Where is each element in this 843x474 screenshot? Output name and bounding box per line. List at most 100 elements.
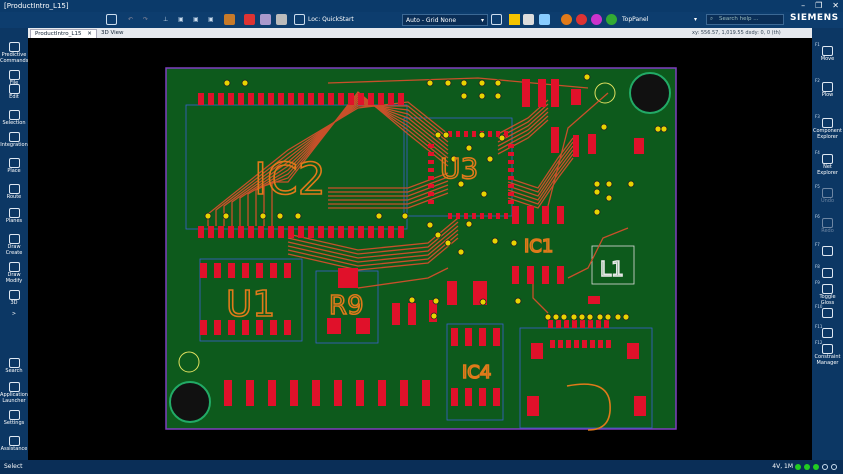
smd-pad bbox=[218, 93, 224, 105]
layer-dropdown[interactable]: TopPanel bbox=[622, 14, 648, 26]
smd-pad bbox=[527, 396, 539, 416]
smd-pad bbox=[627, 343, 639, 359]
search-input[interactable]: ⌕ Search help ... bbox=[706, 14, 784, 25]
lock-icon[interactable]: ▣ bbox=[178, 16, 184, 23]
trace bbox=[287, 233, 459, 267]
layer-red-icon[interactable] bbox=[576, 14, 587, 26]
layer-orange-icon[interactable] bbox=[561, 14, 572, 26]
layer-green-icon[interactable] bbox=[606, 14, 617, 26]
smd-pad bbox=[480, 213, 484, 219]
smd-pad bbox=[278, 93, 284, 105]
smd-pad bbox=[598, 340, 603, 348]
warning-icon[interactable] bbox=[509, 14, 520, 26]
lock-alt-icon[interactable]: ▣ bbox=[193, 16, 199, 23]
route-tool-icon[interactable] bbox=[260, 14, 271, 26]
grid-settings-icon[interactable] bbox=[491, 14, 502, 26]
via bbox=[457, 248, 465, 256]
smd-pad bbox=[464, 131, 468, 137]
tab-3d-view[interactable]: 3D View bbox=[97, 29, 128, 38]
layer-magenta-icon[interactable] bbox=[591, 14, 602, 26]
left-nav-item[interactable]: 3D bbox=[0, 290, 28, 307]
left-nav-item[interactable]: Assistance bbox=[0, 436, 28, 453]
smd-pad bbox=[214, 320, 221, 335]
close-icon[interactable]: ✕ bbox=[832, 1, 839, 10]
right-nav-item[interactable]: F10 bbox=[812, 304, 843, 319]
trace bbox=[507, 149, 574, 201]
function-key-label: F11 bbox=[815, 324, 823, 329]
check-icon[interactable] bbox=[276, 14, 287, 26]
smd-pad bbox=[429, 300, 437, 322]
status-dot bbox=[822, 464, 828, 470]
smd-pad bbox=[318, 93, 324, 105]
smd-pad bbox=[508, 168, 514, 172]
measure-icon[interactable] bbox=[539, 14, 550, 26]
loc-value: QuickStart bbox=[322, 16, 354, 23]
left-nav-item[interactable]: Selection bbox=[0, 110, 28, 127]
left-nav-label: Settings bbox=[3, 420, 25, 426]
trace bbox=[328, 188, 449, 205]
smd-pad bbox=[312, 380, 320, 406]
via bbox=[605, 180, 613, 188]
smd-pad bbox=[580, 320, 585, 328]
grid-value: Auto - Grid None bbox=[406, 17, 457, 24]
save-icon[interactable] bbox=[106, 14, 117, 26]
left-nav-item[interactable]: Settings bbox=[0, 410, 28, 427]
left-nav-item[interactable]: > bbox=[0, 311, 28, 318]
minimize-icon[interactable]: – bbox=[801, 1, 806, 10]
via bbox=[560, 313, 568, 321]
grid-dropdown[interactable]: Auto - Grid None ▾ bbox=[402, 14, 488, 26]
close-icon[interactable]: ✕ bbox=[87, 31, 92, 37]
left-nav-item[interactable]: Planes bbox=[0, 208, 28, 225]
pcb-view[interactable]: IC2 U3 U1 R9 IC4 IC1 L1 bbox=[28, 38, 812, 460]
title-bar: [ProductIntro_L15] – ❐ ✕ bbox=[0, 0, 843, 12]
unlock-icon[interactable]: ▣ bbox=[208, 16, 214, 23]
left-nav-item[interactable]: File bbox=[0, 70, 28, 87]
smd-pad bbox=[448, 131, 452, 137]
restore-icon[interactable]: ❐ bbox=[815, 1, 823, 10]
smd-pad bbox=[258, 93, 264, 105]
via bbox=[430, 312, 438, 320]
view-icon[interactable] bbox=[294, 14, 305, 26]
status-indicators bbox=[795, 464, 837, 470]
undo-icon[interactable]: ↶ bbox=[128, 16, 134, 23]
smd-pad bbox=[408, 303, 416, 325]
left-nav-item[interactable]: Route bbox=[0, 184, 28, 201]
layer-dropdown-chevron-icon[interactable]: ▾ bbox=[694, 16, 698, 23]
right-nav-item[interactable]: F7 bbox=[812, 242, 843, 257]
redo-icon[interactable]: ↷ bbox=[143, 16, 149, 23]
drc-icon[interactable] bbox=[523, 14, 534, 26]
component-icon[interactable] bbox=[224, 14, 235, 26]
left-nav-item[interactable]: Predictive Commands bbox=[0, 42, 28, 64]
tab-productintro[interactable]: ProductIntro_L15 ✕ bbox=[30, 29, 97, 38]
left-nav-item[interactable]: Search bbox=[0, 358, 28, 375]
pin-icon[interactable]: ⊥ bbox=[163, 16, 169, 23]
left-nav-item[interactable]: Draw Create bbox=[0, 234, 28, 256]
net-icon[interactable] bbox=[244, 14, 255, 26]
left-nav-item[interactable]: Application Launcher bbox=[0, 382, 28, 404]
trace bbox=[271, 91, 449, 226]
design-canvas[interactable]: IC2 U3 U1 R9 IC4 IC1 L1 bbox=[28, 38, 812, 460]
function-key-label: F3 bbox=[815, 114, 820, 119]
right-nav-item[interactable]: F11 bbox=[812, 324, 843, 339]
loc-dropdown[interactable]: Loc: QuickStart bbox=[308, 14, 354, 26]
left-nav-item[interactable]: Draw Modify bbox=[0, 262, 28, 284]
smd-pad bbox=[268, 380, 276, 406]
left-nav-item[interactable]: Place bbox=[0, 158, 28, 175]
tool-icon bbox=[822, 284, 833, 294]
left-nav-item[interactable]: Edit bbox=[0, 84, 28, 101]
via bbox=[432, 297, 440, 305]
left-nav-item[interactable]: Integration bbox=[0, 132, 28, 149]
via bbox=[426, 221, 434, 229]
status-dot bbox=[831, 464, 837, 470]
right-nav-item[interactable]: F8 bbox=[812, 264, 843, 279]
smd-pad bbox=[582, 340, 587, 348]
via bbox=[494, 79, 502, 87]
